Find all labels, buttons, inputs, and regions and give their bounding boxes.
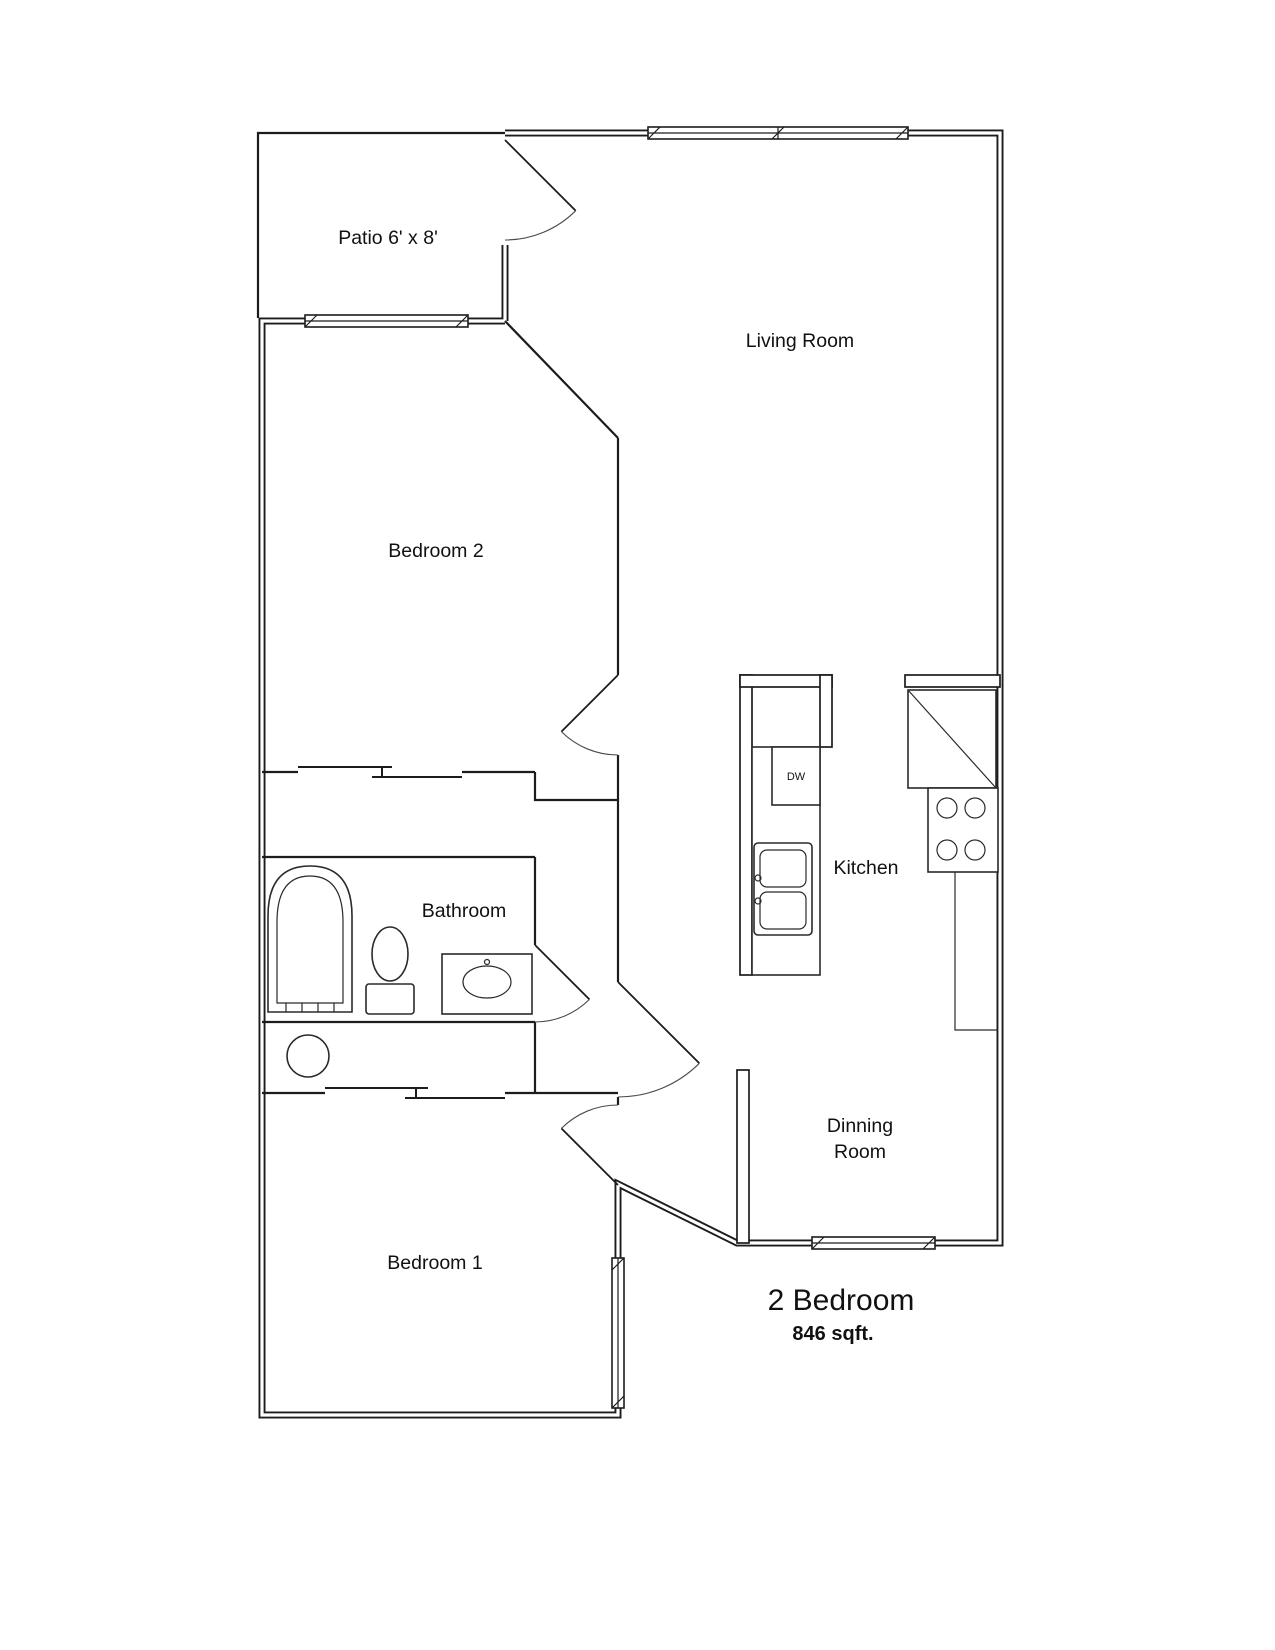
dining-room-wall (736, 1069, 750, 1244)
refrigerator (907, 689, 997, 789)
doors (504, 139, 700, 1186)
kitchen-right-top-wall (904, 674, 1001, 688)
water-heater (286, 1034, 330, 1078)
windows (304, 126, 936, 1409)
dining-room-label-line1: Dinning (827, 1115, 893, 1137)
bathroom-label: Bathroom (422, 900, 507, 922)
bathtub (267, 865, 353, 1013)
labels: Patio 6' x 8' Living Room Bedroom 2 Bath… (338, 227, 914, 1345)
window-living-room-top (647, 126, 909, 140)
closet-door-bedroom1 (325, 1087, 505, 1099)
window-bedroom2-top (304, 314, 469, 328)
burner (936, 797, 958, 819)
dishwasher (771, 746, 821, 806)
window-dining-room (811, 1236, 936, 1250)
living-room-label: Living Room (746, 330, 854, 352)
stove (927, 787, 999, 873)
kitchen-peninsula-wall (739, 674, 753, 976)
kitchen-fixtures (751, 689, 999, 1031)
vanity-sink (441, 953, 533, 1015)
bathroom-fixtures (267, 865, 533, 1078)
plan-area: 846 sqft. (792, 1323, 873, 1345)
door-bathroom (534, 944, 591, 1023)
dishwasher-label: DW (787, 771, 806, 783)
kitchen-sink (753, 842, 813, 936)
bedroom2-label: Bedroom 2 (388, 540, 483, 562)
plan-title: 2 Bedroom (768, 1284, 915, 1317)
bedroom1-label: Bedroom 1 (387, 1252, 482, 1274)
door-bedroom1 (560, 1104, 619, 1186)
patio-wall (256, 131, 505, 318)
kitchen-label: Kitchen (833, 857, 898, 879)
toilet (365, 926, 415, 1015)
patio-walls (256, 131, 505, 318)
burner (964, 839, 986, 861)
burner (964, 797, 986, 819)
door-patio (504, 139, 577, 241)
window-bedroom1-right (611, 1257, 625, 1409)
interior-walls (262, 320, 1001, 1244)
door-entry (617, 981, 700, 1098)
dining-room-label-line2: Room (834, 1141, 886, 1163)
kitchen-top-wall (739, 674, 833, 688)
closet-doors (298, 766, 505, 1099)
kitchen-wall-stub (819, 674, 833, 748)
door-bedroom2 (560, 674, 619, 756)
interior-wall-lines (262, 320, 620, 1105)
closet-door-bedroom2 (298, 766, 462, 778)
kitchen-counter-right (954, 872, 998, 1031)
patio-label: Patio 6' x 8' (338, 227, 438, 249)
burner (936, 839, 958, 861)
